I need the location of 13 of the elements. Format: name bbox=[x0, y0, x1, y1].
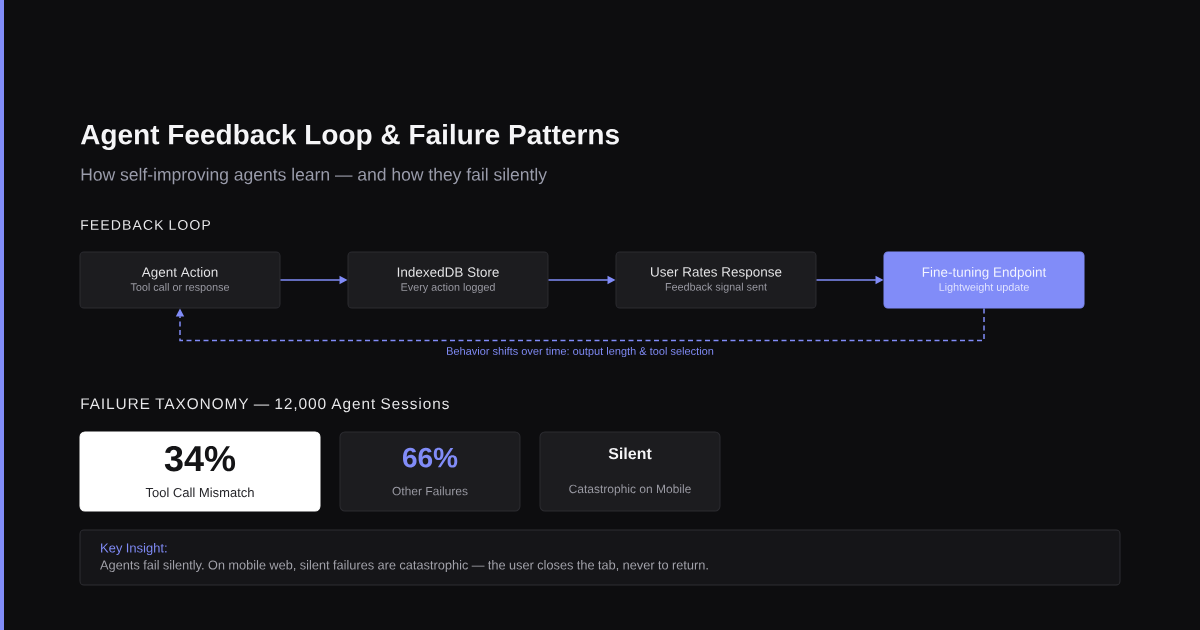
process-box: Fine-tuning Endpoint Lightweight update bbox=[883, 251, 1085, 309]
arrow bbox=[175, 307, 985, 342]
stat-card: 34% Tool Call Mismatch bbox=[79, 431, 321, 512]
title: Agent Feedback Loop & Failure Patterns bbox=[80, 123, 619, 151]
section-heading: FAILURE TAXONOMY — 12,000 Agent Sessions bbox=[81, 397, 449, 413]
process-box: Agent Action Tool call or response bbox=[79, 251, 281, 309]
section-heading: FEEDBACK LOOP bbox=[81, 220, 211, 230]
insight-box: Key Insight: Agents fail silently. On mobile web, silent failures are catastrophic — the user closes the tab, never to return. bbox=[79, 529, 1121, 586]
process-box: User Rates Response Feedback signal sent bbox=[615, 251, 817, 309]
process-box: IndexedDB Store Every action logged bbox=[347, 251, 549, 309]
subtitle: How self-improving agents learn — and how they fail silently bbox=[81, 167, 547, 185]
stat-card: Silent Catastrophic on Mobile bbox=[539, 431, 721, 512]
stat-card: 66% Other Failures bbox=[339, 431, 521, 512]
